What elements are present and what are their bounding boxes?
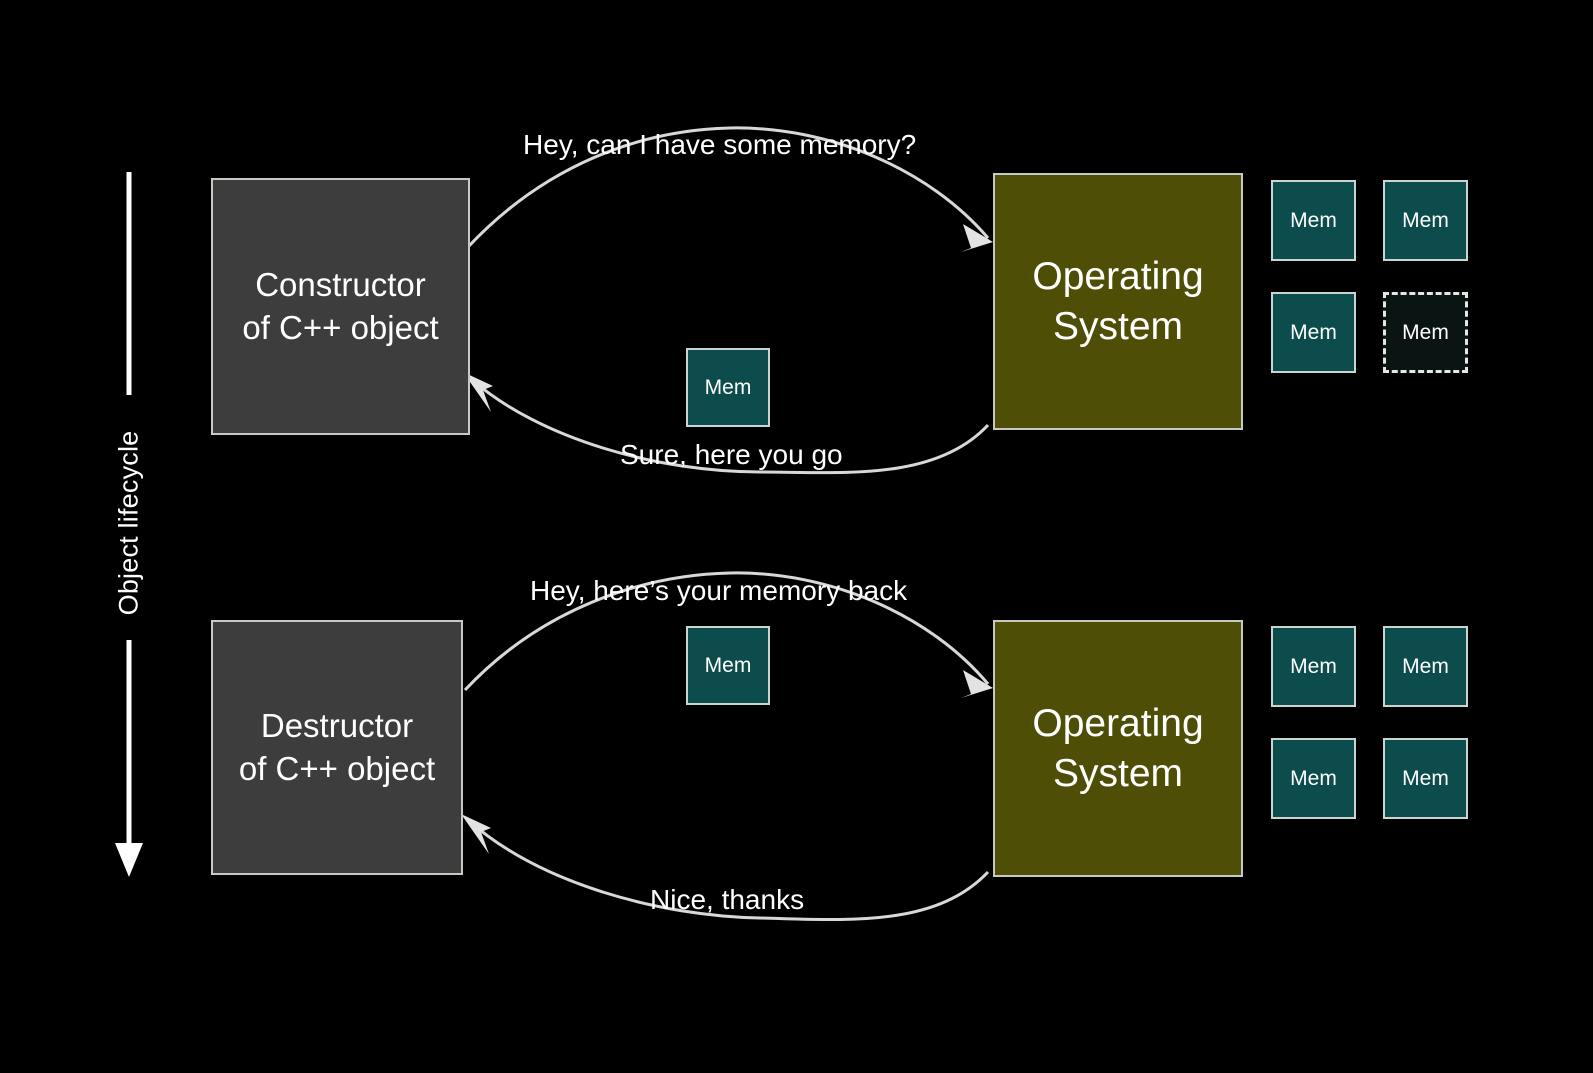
os-top-line-2: System (1052, 304, 1184, 348)
memory-block[interactable]: Mem (1271, 292, 1356, 373)
arrow-label-ack: Nice, thanks (650, 884, 805, 915)
memory-pool-construction: Mem Mem Mem Mem (1271, 180, 1471, 374)
arrowhead-ack-destruction (461, 814, 491, 854)
memory-block[interactable]: Mem (1383, 626, 1468, 707)
destructor-box-text: Destructor of C++ object (239, 705, 435, 789)
memory-block-in-transit-destruction[interactable]: Mem (686, 626, 770, 705)
memory-block-label: Mem (704, 375, 752, 399)
memory-block-label: Mem (1290, 320, 1337, 344)
memory-pool-destruction: Mem Mem Mem Mem (1271, 626, 1471, 820)
memory-block-in-transit-construction[interactable]: Mem (686, 348, 770, 427)
memory-block-given-away[interactable]: Mem (1383, 292, 1468, 373)
os-bottom-line-1: Operating (1032, 701, 1204, 745)
memory-block-label: Mem (1402, 320, 1449, 344)
arrow-label-request: Hey, can I have some memory? (523, 129, 917, 160)
memory-block-label: Mem (1290, 654, 1337, 678)
lifecycle-axis-label: Object lifecycle (114, 420, 144, 625)
memory-block[interactable]: Mem (1271, 738, 1356, 819)
arrowhead-request-construction (961, 224, 993, 252)
operating-system-box-construction[interactable]: Operating System (993, 173, 1243, 430)
destructor-line-1: Destructor (260, 707, 414, 745)
lifecycle-axis: Object lifecycle (112, 165, 146, 880)
os-bottom-line-2: System (1052, 751, 1184, 795)
constructor-box[interactable]: Constructor of C++ object (211, 178, 470, 435)
memory-block-label: Mem (1402, 654, 1449, 678)
memory-block-label: Mem (1402, 208, 1449, 232)
constructor-box-text: Constructor of C++ object (242, 264, 438, 348)
operating-system-box-destruction[interactable]: Operating System (993, 620, 1243, 877)
memory-block-label: Mem (704, 653, 752, 677)
memory-block[interactable]: Mem (1383, 180, 1468, 261)
arrow-label-return: Hey, here’s your memory back (530, 575, 908, 606)
os-box-top-text: Operating System (1032, 252, 1203, 352)
memory-block[interactable]: Mem (1271, 180, 1356, 261)
arrow-label-grant: Sure, here you go (620, 439, 843, 470)
memory-block[interactable]: Mem (1271, 626, 1356, 707)
memory-block-label: Mem (1290, 208, 1337, 232)
os-top-line-1: Operating (1032, 254, 1204, 298)
destructor-box[interactable]: Destructor of C++ object (211, 620, 463, 875)
memory-block[interactable]: Mem (1383, 738, 1468, 819)
arrowhead-return-destruction (961, 670, 993, 698)
memory-block-label: Mem (1290, 766, 1337, 790)
constructor-line-2: of C++ object (242, 308, 439, 346)
memory-block-label: Mem (1402, 766, 1449, 790)
constructor-line-1: Constructor (255, 266, 426, 304)
destructor-line-2: of C++ object (238, 749, 436, 787)
os-box-bottom-text: Operating System (1032, 699, 1203, 799)
